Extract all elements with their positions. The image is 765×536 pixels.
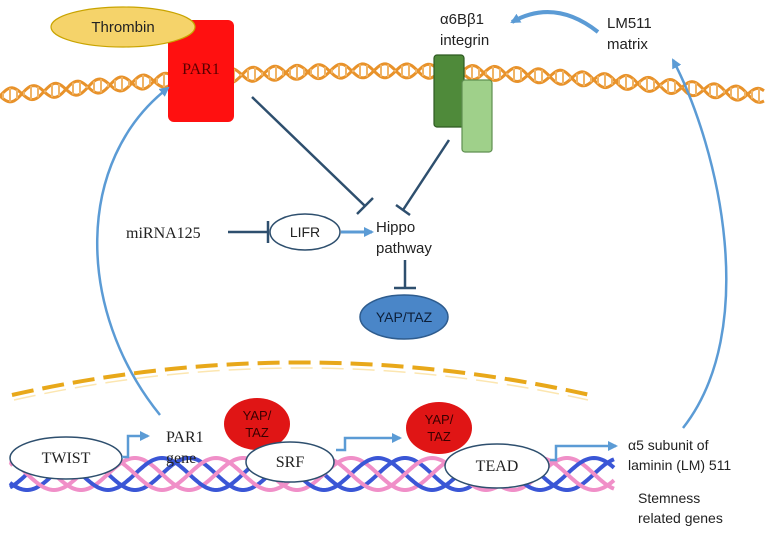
thrombin-label: Thrombin: [91, 19, 154, 36]
lifr-ellipse: [269, 213, 341, 251]
integrin-label-line2: integrin: [440, 32, 489, 49]
lm511-to-integrin-arrow: [510, 10, 600, 34]
alpha5-label-line1: α5 subunit of: [628, 437, 709, 453]
nuclear-envelope-inner: [13, 367, 589, 401]
srf-ellipse: [245, 441, 335, 483]
par1-gene-label-line1: PAR1: [166, 429, 204, 446]
yap-taz-srf-label-line2: TAZ: [245, 425, 269, 440]
integrin-subunit-dark: [433, 54, 465, 128]
lm511-matrix-label-line1: LM511: [607, 15, 652, 32]
twist-label: TWIST: [42, 450, 91, 467]
alpha5-label-line2: laminin (LM) 511: [628, 457, 731, 473]
par1-gene-label-line2: gene: [166, 450, 196, 467]
srf-label: SRF: [276, 454, 305, 471]
mirna125-label: miRNA125: [126, 225, 201, 242]
integrin-inhibits-hippo-bar: [395, 203, 411, 217]
nuclear-envelope: [11, 360, 591, 397]
yap-taz-tead-ellipse: [406, 402, 472, 454]
alpha5-to-lm511-arrow: [671, 58, 728, 429]
tead-ellipse: [444, 443, 550, 489]
par1-gene-to-receptor-arrow: [96, 86, 170, 416]
tead-to-alpha5-arrow: [550, 441, 618, 462]
stemness-label-line2: related genes: [638, 510, 723, 526]
yap-taz-srf-label-line1: YAP/: [243, 408, 272, 423]
membrane-strand: [0, 62, 765, 102]
thrombin-ellipse: [50, 6, 196, 48]
par1-receptor: [168, 20, 234, 122]
twist-to-par1gene-arrow: [122, 431, 150, 459]
stemness-label-line1: Stemness: [638, 490, 700, 506]
integrin-label-line1: α6Bβ1: [440, 11, 484, 28]
integrin-subunit-light: [461, 79, 493, 153]
yap-taz-tead-label-line1: YAP/: [425, 412, 454, 427]
yap-taz-cytoplasmic-label: YAP/TAZ: [376, 309, 433, 325]
par1-inhibits-hippo-line: [251, 96, 366, 207]
yap-taz-cytoplasmic: [359, 294, 449, 340]
cell-membrane: [0, 62, 765, 104]
lifr-label: LIFR: [290, 224, 320, 240]
yap-taz-tead-label-line2: TAZ: [427, 429, 451, 444]
par1-receptor-label: PAR1: [182, 61, 220, 78]
hippo-label-line2: pathway: [376, 240, 432, 257]
par1-inhibits-hippo-bar: [356, 197, 374, 215]
tead-label: TEAD: [476, 458, 519, 475]
lm511-matrix-label-line2: matrix: [607, 36, 648, 53]
integrin-inhibits-hippo-line: [401, 139, 451, 211]
hippo-label-line1: Hippo: [376, 219, 415, 236]
srf-to-yap-arrow: [336, 433, 402, 452]
yap-taz-srf-ellipse: [224, 398, 290, 450]
